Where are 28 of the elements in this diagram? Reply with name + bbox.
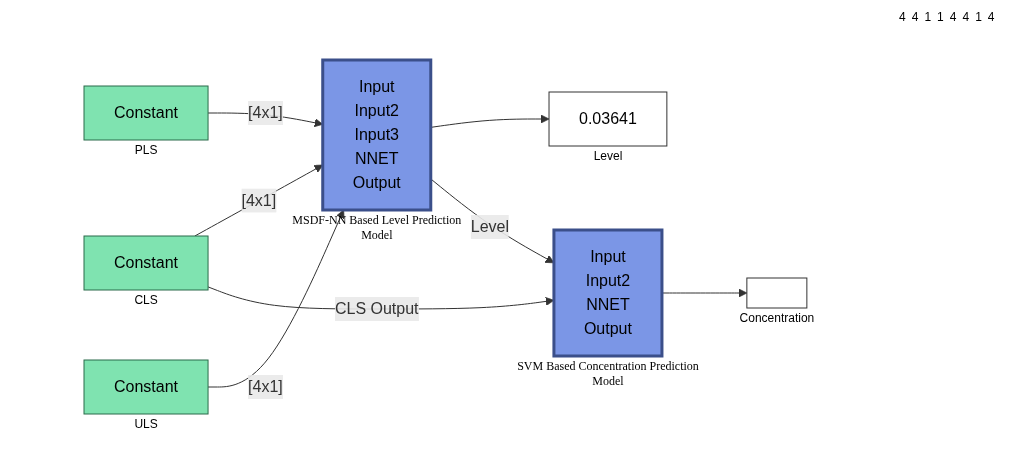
edge-label: [4x1] <box>248 378 283 395</box>
block-caption: Level <box>593 149 623 163</box>
node-box: Constant <box>83 85 209 141</box>
arrow <box>430 114 550 128</box>
edge-label: [4x1] <box>241 191 277 209</box>
port-number: 4 <box>987 10 995 24</box>
edge-label: [4x1] <box>248 104 283 121</box>
port-number: 1 <box>975 10 982 24</box>
port-number: 4 <box>949 10 957 24</box>
edge-label: CLS Output <box>335 300 419 317</box>
edge-label: Level <box>470 218 510 235</box>
block-caption: CLS <box>134 293 158 307</box>
node-box: Input Input2 NNET Output <box>552 228 664 358</box>
node-box: Constant <box>83 359 209 415</box>
port-number: 4 <box>899 10 906 24</box>
node-box: 0.03641 <box>548 91 668 147</box>
block-caption: ULS <box>134 417 158 431</box>
node-box: Constant <box>83 235 209 291</box>
port-number: 4 <box>962 10 970 24</box>
port-number: 1 <box>937 10 944 24</box>
port-number: 4 <box>911 10 919 24</box>
node-box <box>746 277 808 309</box>
node-box: Input Input2 Input3 NNET Output <box>321 58 433 212</box>
block-caption: MSDF-NN Based Level Prediction Model <box>291 213 463 243</box>
block-caption: Concentration <box>739 311 815 325</box>
block-caption: PLS <box>134 143 158 157</box>
block-caption: SVM Based Concentration Prediction Model <box>516 359 700 389</box>
port-number: 1 <box>924 10 932 24</box>
